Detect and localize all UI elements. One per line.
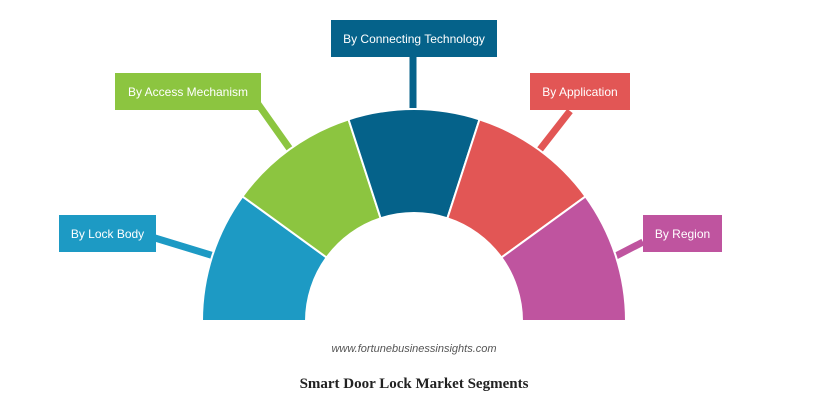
segment-label-connecting-technology: By Connecting Technology	[331, 20, 497, 57]
source-credit: www.fortunebusinessinsights.com	[331, 343, 497, 355]
segment-label-region: By Region	[643, 215, 722, 252]
segment-label-application: By Application	[530, 73, 630, 110]
wedge-region	[499, 194, 628, 322]
connector-lock-body	[153, 234, 216, 260]
segment-label-access-mechanism: By Access Mechanism	[115, 73, 261, 110]
semicircle-wedges	[200, 108, 628, 322]
diagram-caption: Smart Door Lock Market Segments	[299, 376, 529, 392]
connector-lines	[153, 57, 645, 262]
segment-label-lock-body: By Lock Body	[59, 215, 156, 252]
connector-application	[535, 108, 573, 155]
connector-access-mechanism	[255, 101, 295, 155]
connector-region	[610, 238, 645, 262]
